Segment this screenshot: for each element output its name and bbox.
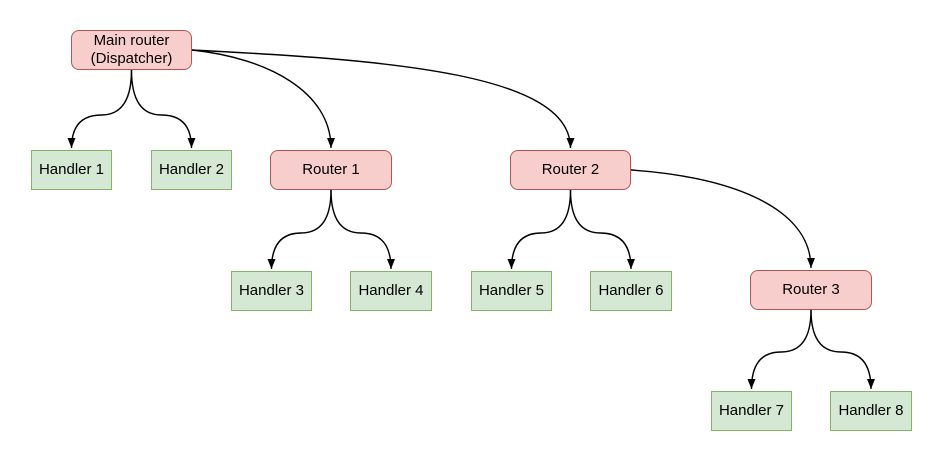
node-label: Handler 4 <box>358 282 424 299</box>
edge-main-router-to-router-1 <box>191 49 335 149</box>
node-handler-2[interactable]: Handler 2 <box>151 150 232 190</box>
node-handler-1[interactable]: Handler 1 <box>31 150 112 190</box>
node-router-2[interactable]: Router 2 <box>510 150 631 190</box>
node-router-3[interactable]: Router 3 <box>750 270 872 310</box>
node-label: Handler 6 <box>598 282 664 299</box>
node-handler-3[interactable]: Handler 3 <box>231 271 312 311</box>
node-handler-5[interactable]: Handler 5 <box>471 271 552 311</box>
node-handler-8[interactable]: Handler 8 <box>830 391 912 431</box>
node-router-1[interactable]: Router 1 <box>270 150 392 190</box>
edge-router-2-to-router-3 <box>630 169 815 269</box>
node-label: Handler 8 <box>838 402 904 419</box>
edge-main-router-to-router-2 <box>191 49 575 149</box>
edge-router-1-to-handler-3 <box>267 189 332 270</box>
node-handler-4[interactable]: Handler 4 <box>350 271 432 311</box>
edge-router-1-to-handler-4 <box>330 189 395 270</box>
node-handler-6[interactable]: Handler 6 <box>590 271 672 311</box>
node-label: Handler 7 <box>718 402 785 419</box>
node-handler-7[interactable]: Handler 7 <box>711 391 792 431</box>
edge-router-3-to-handler-8 <box>810 309 875 390</box>
node-label: Router 1 <box>302 161 360 178</box>
node-label: Handler 5 <box>478 282 545 299</box>
node-label: Router 2 <box>541 161 600 178</box>
node-label: Handler 2 <box>158 161 225 178</box>
node-label: Handler 1 <box>38 161 105 178</box>
node-main-router[interactable]: Main router (Dispatcher) <box>71 30 192 70</box>
edge-router-2-to-handler-5 <box>507 189 572 270</box>
edge-router-3-to-handler-7 <box>747 309 812 390</box>
node-label: Router 3 <box>782 281 840 298</box>
node-label: Main router (Dispatcher) <box>90 32 173 67</box>
edge-main-router-to-handler-1 <box>67 69 133 149</box>
edge-main-router-to-handler-2 <box>130 69 196 149</box>
node-label: Handler 3 <box>238 282 305 299</box>
edge-router-2-to-handler-6 <box>569 189 635 270</box>
